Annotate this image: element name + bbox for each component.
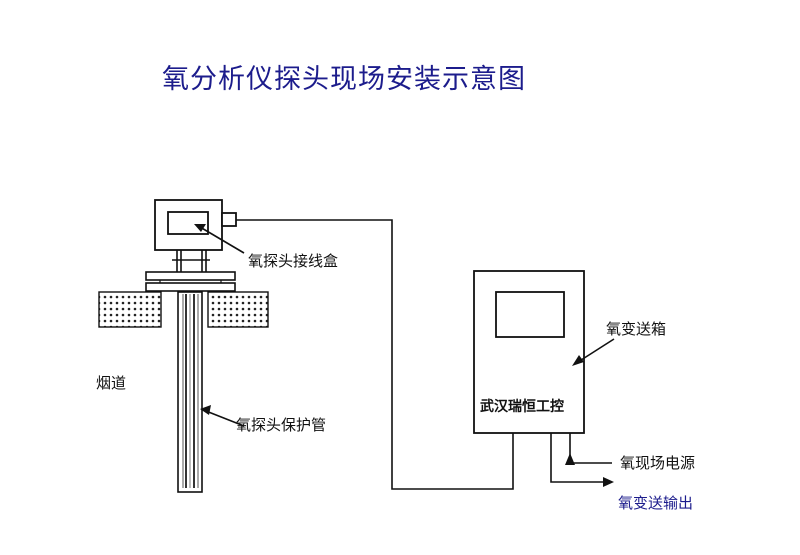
flue-wall [98,291,269,328]
probe-protection-tube [177,291,203,493]
power-supply-line [569,433,612,464]
flue-label: 烟道 [96,374,126,392]
mounting-flange [145,271,236,292]
power-supply-label: 氧现场电源 [620,454,695,472]
transmitter-box-label: 氧变送箱 [606,320,666,338]
protection-tube-label: 氧探头保护管 [236,416,326,434]
probe-neck [172,250,210,272]
probe-junction-box [154,199,237,251]
transmitter-box-pointer [572,338,615,366]
diagram-title: 氧分析仪探头现场安装示意图 [162,64,526,95]
output-line [550,433,606,483]
signal-cable [236,219,514,490]
output-arrow-head [603,477,614,487]
protection-tube-pointer [200,405,245,427]
transmitter-box [473,270,585,434]
junction-box-label: 氧探头接线盒 [248,252,338,270]
output-label: 氧变送输出 [618,494,693,512]
power-arrow-head [565,453,575,465]
junction-box-pointer [194,224,245,254]
controller-panel-label: 武汉瑞恒工控 [480,398,564,415]
